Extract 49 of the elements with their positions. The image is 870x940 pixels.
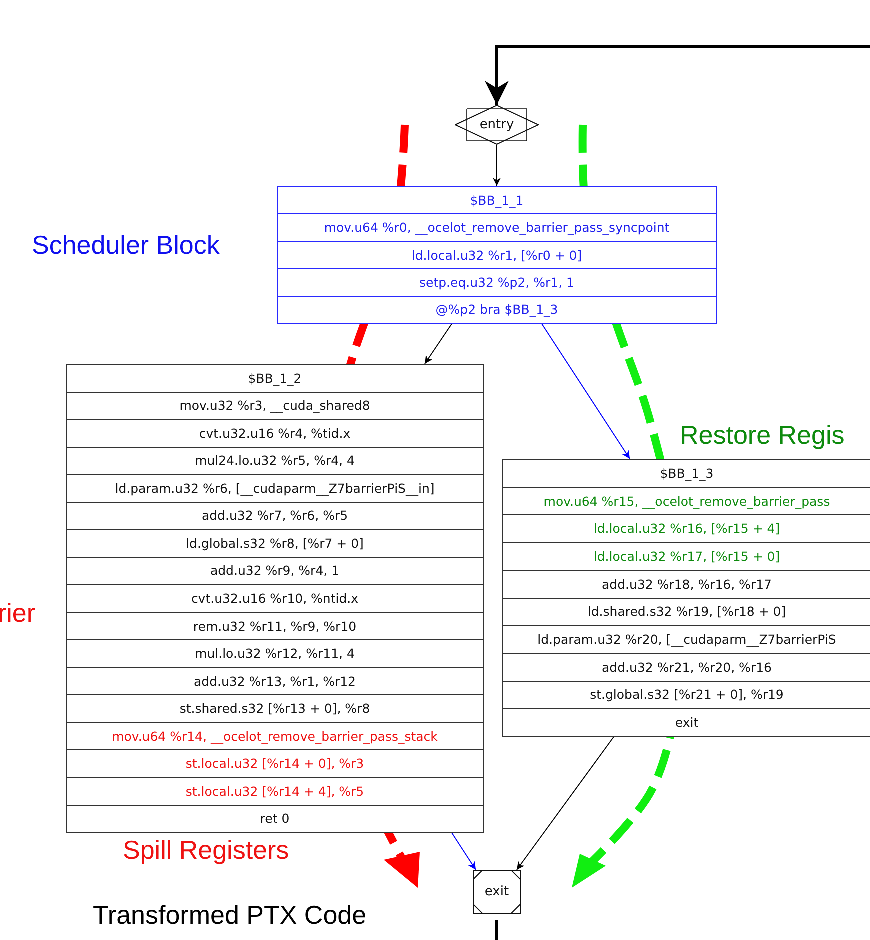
code-line: mov.u64 %r0, __ocelot_remove_barrier_pass_syncpoint: [324, 220, 670, 236]
code-line: ld.param.u32 %r6, [__cudaparm__Z7barrierPiS__in]: [115, 480, 435, 496]
code-line: add.u32 %r9, %r4, 1: [210, 563, 340, 578]
code-line: cvt.u32.u16 %r4, %tid.x: [199, 426, 351, 441]
code-line: @%p2 bra $BB_1_3: [436, 302, 558, 318]
annotation-label: Transformed PTX Code: [93, 902, 367, 928]
code-line: mov.u64 %r15, __ocelot_remove_barrier_pass: [544, 494, 830, 509]
code-line: exit: [675, 715, 699, 730]
code-line: st.local.u32 [%r14 + 0], %r3: [186, 756, 364, 772]
code-line: cvt.u32.u16 %r10, %ntid.x: [191, 591, 359, 606]
code-line: ld.shared.s32 %r19, [%r18 + 0]: [588, 604, 786, 620]
code-line: add.u32 %r18, %r16, %r17: [602, 576, 772, 592]
code-line: mul24.lo.u32 %r5, %r4, 4: [195, 453, 355, 468]
code-line: st.shared.s32 [%r13 + 0], %r8: [180, 701, 370, 716]
arrow: [493, 144, 501, 186]
code-line: ld.param.u32 %r20, [__cudaparm__Z7barrierPiS: [538, 632, 836, 648]
code-line: mul.lo.u32 %r12, %r11, 4: [195, 646, 355, 662]
code-line: add.u32 %r7, %r6, %r5: [202, 508, 348, 524]
arrow: [542, 324, 630, 460]
block-label: $BB_1_1: [470, 192, 524, 208]
code-line: mov.u32 %r3, __cuda_shared8: [180, 398, 370, 414]
code-line: mov.u64 %r14, __ocelot_remove_barrier_pass_stack: [112, 728, 438, 744]
node-label: exit: [484, 884, 510, 900]
connector-line: [496, 920, 498, 940]
block-label: $BB_1_3: [660, 466, 714, 481]
code-line: add.u32 %r21, %r20, %r16: [602, 660, 772, 675]
code-line: ld.global.s32 %r8, [%r7 + 0]: [186, 536, 364, 551]
node-label: entry: [480, 118, 514, 132]
code-line: setp.eq.u32 %p2, %r1, 1: [420, 274, 574, 290]
annotation-label: Spill Registers: [123, 837, 290, 863]
code-block: [502, 459, 870, 737]
code-line: ld.local.u32 %r1, [%r0 + 0]: [412, 248, 582, 263]
code-line: ld.local.u32 %r17, [%r15 + 0]: [594, 548, 780, 564]
code-line: rem.u32 %r11, %r9, %r10: [193, 618, 357, 634]
code-line: ret 0: [260, 811, 290, 826]
code-block: [66, 364, 484, 833]
annotation-label: rier: [0, 600, 36, 626]
block-label: $BB_1_2: [248, 370, 302, 386]
annotation-label: Restore Regis: [680, 422, 845, 448]
code-line: add.u32 %r13, %r1, %r12: [194, 674, 356, 689]
arrow: [485, 46, 870, 105]
annotation-label: Scheduler Block: [32, 232, 220, 258]
code-block: [277, 186, 717, 324]
arrow: [516, 736, 614, 870]
code-line: st.global.s32 [%r21 + 0], %r19: [590, 687, 784, 702]
arrow: [424, 324, 452, 364]
code-line: st.local.u32 [%r14 + 4], %r5: [186, 784, 364, 799]
code-line: ld.local.u32 %r16, [%r15 + 4]: [594, 521, 780, 536]
arrow: [452, 832, 476, 870]
